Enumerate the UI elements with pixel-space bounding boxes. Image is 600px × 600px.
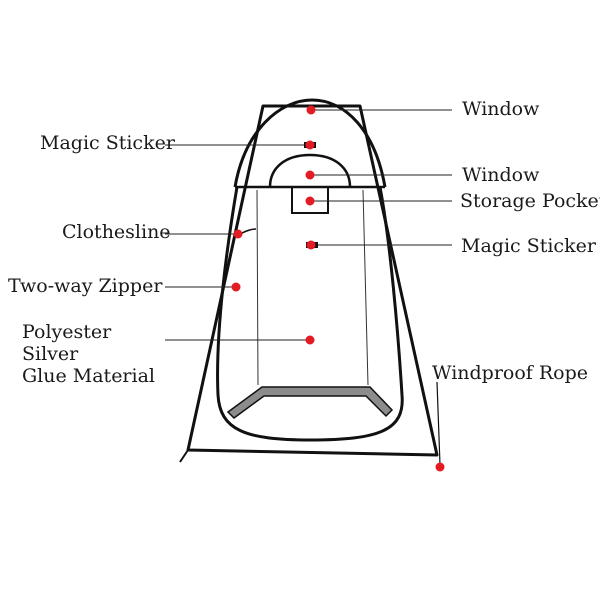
- marker-clothesline: [233, 229, 243, 239]
- label-window-top: Window: [462, 98, 540, 120]
- marker-magic-left: [305, 140, 315, 150]
- marker-windproof: [435, 462, 445, 472]
- tent-floor: [226, 386, 394, 419]
- label-magic-sticker-left: Magic Sticker: [40, 132, 175, 154]
- label-two-way-zipper: Two-way Zipper: [8, 275, 163, 297]
- inner-line-left: [256, 189, 259, 386]
- storage-pocket-shape: [291, 187, 329, 214]
- tent-stake-left: [179, 449, 189, 463]
- label-window-middle: Window: [462, 164, 540, 186]
- label-polyester-line2: Glue Material: [22, 365, 155, 387]
- marker-zipper: [231, 282, 241, 292]
- windproof-rope: [436, 381, 441, 466]
- top-window-arch: [268, 153, 352, 188]
- marker-polyester: [305, 335, 315, 345]
- inner-line-right: [362, 189, 369, 386]
- label-storage-pocket: Storage Pocket: [460, 190, 600, 212]
- tent-door-panel: [216, 186, 404, 442]
- marker-magic-right: [306, 240, 316, 250]
- tent-roof-arch: [233, 98, 387, 188]
- marker-window-top: [306, 105, 316, 115]
- tent-outer-frame: [186, 104, 439, 457]
- label-polyester-line1: Polyester Silver: [22, 321, 112, 365]
- marker-window-mid: [305, 170, 315, 180]
- label-polyester-material: Polyester Silver Glue Material: [22, 321, 172, 387]
- marker-storage: [305, 196, 315, 206]
- label-windproof-rope: Windproof Rope: [432, 362, 589, 384]
- label-magic-sticker-right: Magic Sticker: [461, 235, 596, 257]
- label-clothesline: Clothesline: [62, 221, 171, 243]
